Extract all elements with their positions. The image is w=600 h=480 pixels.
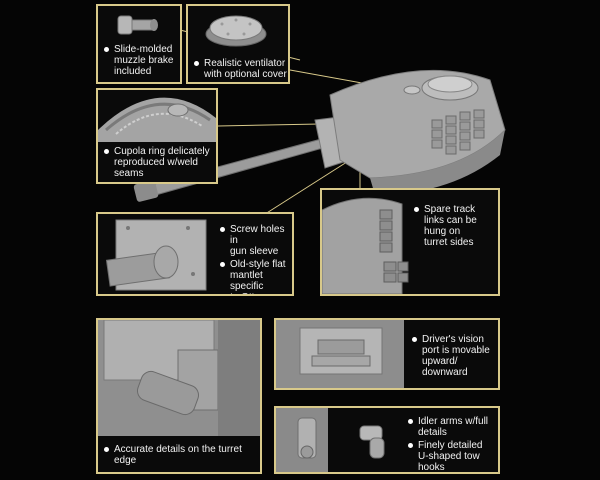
bullet-icon — [220, 262, 225, 267]
muzzle-brake-caption: Slide-molded muzzle brake included — [104, 44, 180, 79]
muzzle-brake-panel: Slide-molded muzzle brake included — [96, 4, 182, 84]
vision-port-image — [276, 320, 404, 388]
bullet-icon — [414, 207, 419, 212]
ventilator-image — [205, 15, 267, 47]
bullet-icon — [104, 47, 109, 52]
turret-edge-caption: Accurate details on the turret edge — [104, 444, 260, 468]
gun-sleeve-caption: Screw holes in gun sleeve Old-style flat… — [220, 224, 292, 294]
turret-edge-image — [98, 320, 260, 436]
cupola-panel: Cupola ring delicately reproduced w/weld… — [96, 88, 218, 184]
gun-sleeve-panel: Screw holes in gun sleeve Old-style flat… — [96, 212, 294, 296]
bullet-icon — [104, 447, 109, 452]
bullet-icon — [194, 61, 199, 66]
turret-edge-panel: Accurate details on the turret edge — [96, 318, 262, 474]
bullet-icon — [408, 419, 413, 424]
vision-port-panel: Driver's vision port is movable upward/ … — [274, 318, 500, 390]
spare-track-caption: Spare track links can be hung on turret … — [414, 204, 498, 250]
cupola-image — [98, 97, 216, 142]
spare-track-panel: Spare track links can be hung on turret … — [320, 188, 500, 296]
bullet-icon — [220, 227, 225, 232]
bullet-icon — [104, 149, 109, 154]
cupola-caption: Cupola ring delicately reproduced w/weld… — [104, 146, 216, 181]
bullet-icon — [412, 337, 417, 342]
ventilator-panel: Realistic ventilator with optional cover — [186, 4, 290, 84]
idler-caption: Idler arms w/full details Finely detaile… — [408, 416, 498, 472]
muzzle-brake-image — [117, 15, 158, 35]
idler-panel: Idler arms w/full details Finely detaile… — [274, 406, 500, 474]
turret-model-image — [120, 60, 510, 210]
idler-image — [276, 408, 385, 472]
ventilator-caption: Realistic ventilator with optional cover — [194, 58, 288, 82]
bullet-icon — [408, 443, 413, 448]
spare-track-image — [322, 197, 409, 294]
gun-sleeve-image — [105, 219, 207, 291]
vision-port-caption: Driver's vision port is movable upward/ … — [412, 334, 498, 380]
